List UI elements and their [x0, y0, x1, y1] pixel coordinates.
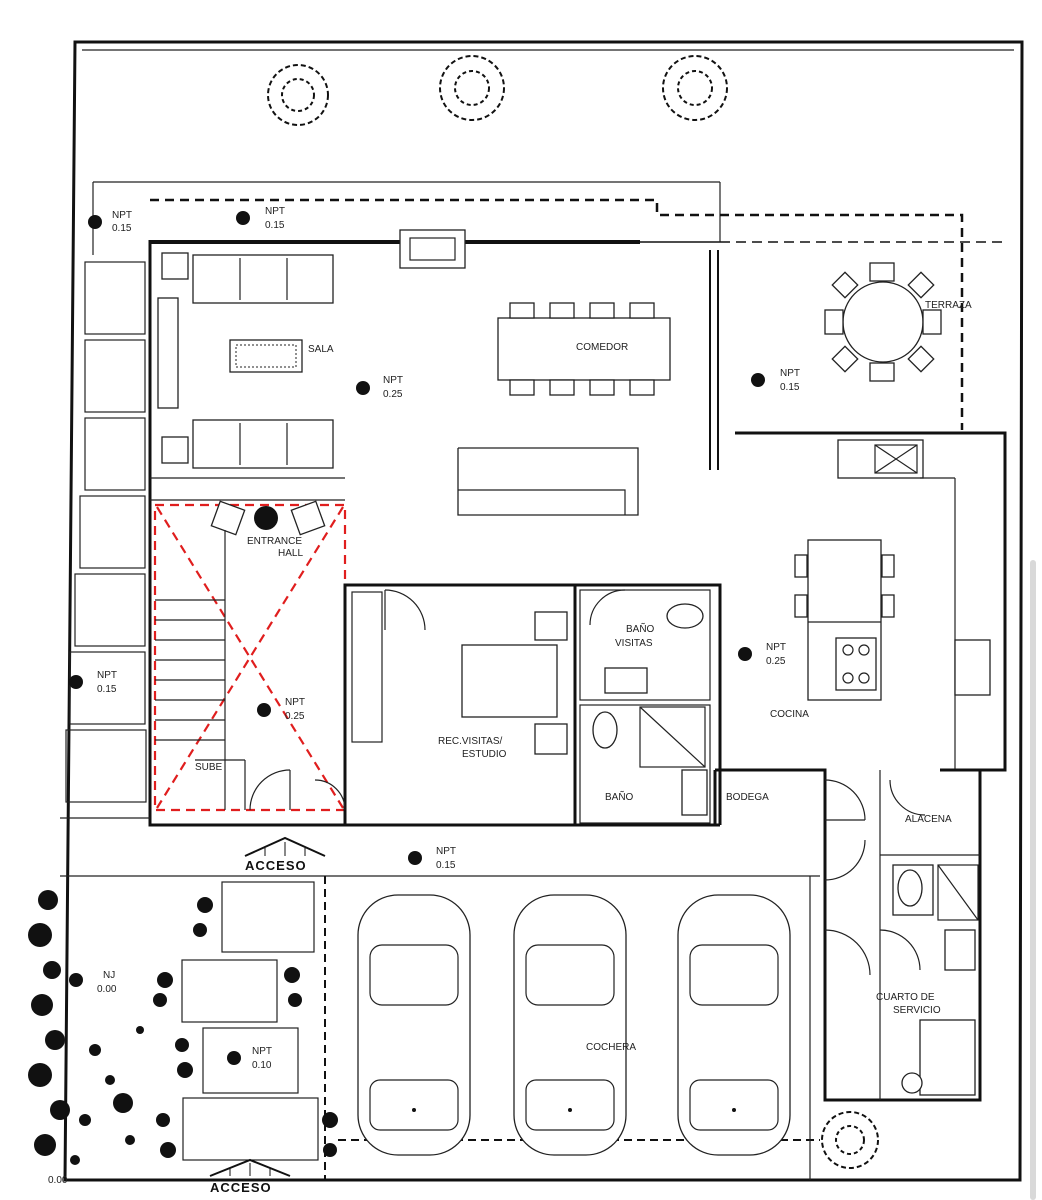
room-label-bodega: BODEGA: [726, 792, 769, 803]
level-value: 0.25: [383, 389, 403, 400]
tree-icon: [267, 64, 329, 126]
shower: [639, 706, 706, 768]
fireplace: [399, 229, 466, 269]
level-value: 0.15: [265, 220, 285, 231]
room-label-sala: SALA: [308, 344, 334, 355]
vertical-scrollbar[interactable]: [1030, 560, 1036, 1200]
study-wall: [343, 583, 722, 825]
car-icon: [357, 894, 471, 1156]
level-label: NPT: [383, 375, 403, 386]
access-marker: [244, 836, 326, 857]
level-marker-icon: [88, 215, 102, 229]
service-bed: [919, 1019, 976, 1096]
level-label: NPT: [112, 210, 132, 221]
level-value: 0.10: [252, 1060, 272, 1071]
access-marker: [209, 1158, 291, 1177]
tree-icon: [439, 55, 505, 121]
room-label-visitas: VISITAS: [615, 638, 653, 649]
roof-overhang-line: [150, 198, 964, 430]
level-marker-icon: [257, 703, 271, 717]
room-label-comedor: COMEDOR: [576, 342, 628, 353]
kitchen-counter: [837, 439, 924, 479]
sofa: [192, 254, 334, 304]
side-table: [161, 436, 189, 464]
level-marker-icon: [738, 647, 752, 661]
level-marker-icon: [356, 381, 370, 395]
room-label-rec-visitas: REC.VISITAS/: [438, 736, 502, 747]
car-icon: [677, 894, 791, 1156]
level-label: NPT: [285, 697, 305, 708]
level-label: NPT: [436, 846, 456, 857]
level-value: 0.00: [97, 984, 117, 995]
toilet-icon: [666, 603, 704, 629]
level-label: NPT: [780, 368, 800, 379]
room-label-alacena: ALACENA: [905, 814, 952, 825]
level-marker-icon: [236, 211, 250, 225]
room-label-entrance: ENTRANCE: [247, 536, 302, 547]
plant-icon: [254, 506, 278, 530]
level-value: 0.15: [112, 223, 132, 234]
tree-trunk-icon: [113, 1093, 133, 1113]
room-label-hall: HALL: [278, 548, 303, 559]
refrigerator: [954, 639, 991, 696]
level-value: 0.15: [436, 860, 456, 871]
house-wall-north: [148, 240, 720, 827]
level-marker-icon: [227, 1051, 241, 1065]
side-yard-stalls: [65, 261, 147, 803]
level-label: NJ: [103, 970, 115, 981]
room-label-cochera: COCHERA: [586, 1042, 636, 1053]
door-swing: [249, 589, 926, 976]
toilet-icon: [897, 869, 923, 907]
dining-table: [497, 302, 671, 396]
stair-label-sube: SUBE: [195, 762, 223, 773]
level-label: NPT: [252, 1046, 272, 1057]
tv-console: [157, 297, 179, 409]
access-label: ACCESO: [210, 1180, 272, 1195]
level-value: 0.15: [780, 382, 800, 393]
room-label-estudio: ESTUDIO: [462, 749, 507, 760]
level-marker-icon: [751, 373, 765, 387]
tree-icon: [821, 1111, 879, 1169]
level-label: NPT: [97, 670, 117, 681]
level-value: 0.25: [285, 711, 305, 722]
side-table: [161, 252, 189, 280]
property-boundary: [63, 40, 1024, 1182]
tree-icon: [662, 55, 728, 121]
level-label: NPT: [265, 206, 285, 217]
shrub-icon: [28, 890, 338, 1165]
service-wall: [715, 768, 982, 1102]
level-value: 0.25: [766, 656, 786, 667]
toilet-icon: [592, 711, 618, 749]
room-label-bano-visitas: BAÑO: [626, 622, 655, 635]
level-marker-icon: [69, 675, 83, 689]
room-label-cuarto-de: CUARTO DE: [876, 992, 935, 1003]
level-label: NPT: [766, 642, 786, 653]
bed: [461, 644, 558, 718]
shower: [937, 864, 979, 921]
terrace-round-table: [824, 262, 942, 382]
car-icon: [513, 894, 627, 1156]
kitchen-island: [457, 447, 639, 516]
room-label-terraza: TERRAZA: [925, 300, 972, 311]
room-label-cocina: COCINA: [770, 709, 809, 720]
level-marker-icon: [408, 851, 422, 865]
room-label-servicio: SERVICIO: [893, 1005, 941, 1016]
level-marker-icon: [69, 973, 83, 987]
staircase: [155, 530, 246, 810]
sofa: [192, 419, 334, 469]
level-value: 0.15: [97, 684, 117, 695]
washer-icon: [901, 1072, 923, 1094]
access-label: ACCESO: [245, 858, 307, 873]
corner-level-label: 0.00: [48, 1175, 68, 1186]
room-label-bano: BAÑO: [605, 790, 634, 803]
